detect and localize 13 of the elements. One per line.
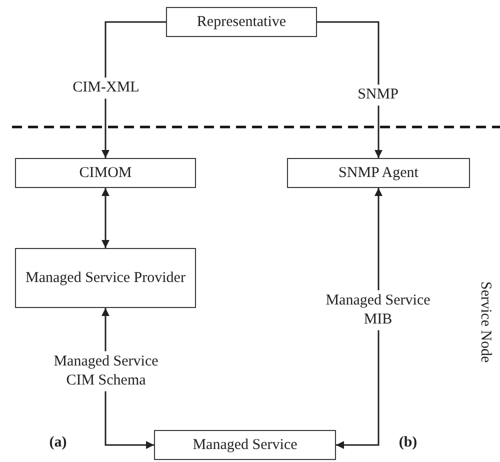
edge-label: SNMP xyxy=(356,84,400,106)
process-box: Representative xyxy=(166,7,317,37)
arrow xyxy=(102,188,110,248)
process-box: CIMOM xyxy=(15,158,196,188)
region-label: Service Node xyxy=(476,281,494,363)
panel-label: (a) xyxy=(49,434,67,452)
arrow xyxy=(102,21,166,158)
process-box: Managed Service xyxy=(154,430,336,460)
process-box: SNMP Agent xyxy=(287,158,470,188)
edge-label: CIM-XML xyxy=(70,78,142,98)
panel-label: (b) xyxy=(398,434,418,452)
process-box: Managed Service Provider xyxy=(15,248,196,308)
arrow xyxy=(317,21,382,158)
